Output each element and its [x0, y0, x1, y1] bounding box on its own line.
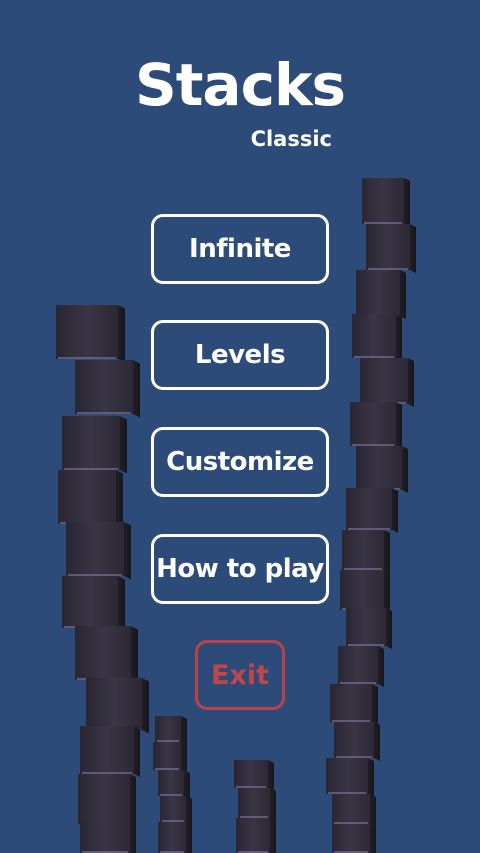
stack-block: [75, 626, 138, 684]
stack-block: [366, 224, 416, 273]
stack-block: [80, 822, 136, 853]
stack-block: [332, 794, 376, 827]
stack-block: [58, 470, 123, 528]
stack-block: [340, 570, 390, 613]
stack-block: [236, 818, 276, 853]
exit-button[interactable]: Exit: [195, 640, 285, 710]
stack-block: [86, 678, 149, 734]
stack-block: [330, 684, 378, 725]
stack-block: [342, 530, 390, 573]
stack-block: [155, 716, 187, 745]
stack-block: [66, 522, 131, 580]
stack-block: [360, 358, 414, 407]
stack-block: [80, 726, 140, 777]
stack-block: [75, 360, 140, 418]
stack-block: [334, 722, 380, 761]
stack-block: [153, 742, 187, 773]
stack-block: [352, 314, 402, 361]
stack-block: [338, 646, 384, 687]
game-title: Stacks: [134, 51, 346, 119]
customize-button[interactable]: Customize: [151, 427, 329, 497]
stack-block: [158, 822, 192, 853]
stack-block: [356, 446, 408, 493]
stack-block: [158, 770, 190, 799]
stack-block: [346, 488, 398, 533]
how-to-play-button[interactable]: How to play: [151, 534, 329, 604]
stack-block: [356, 270, 406, 319]
stack-block: [56, 305, 125, 363]
stack-block: [62, 416, 127, 474]
stack-block: [78, 774, 136, 827]
game-mode-subtitle: Classic: [250, 127, 332, 151]
stack-block: [346, 608, 392, 649]
stack-block: [234, 760, 274, 791]
stack-block: [238, 788, 276, 821]
stack-block: [160, 796, 192, 825]
stack-block: [362, 178, 410, 227]
levels-button[interactable]: Levels: [151, 320, 329, 390]
stack-block: [62, 576, 125, 632]
stack-block: [350, 402, 402, 449]
stack-block: [332, 824, 376, 853]
infinite-button[interactable]: Infinite: [151, 214, 329, 284]
stack-block: [326, 758, 374, 797]
